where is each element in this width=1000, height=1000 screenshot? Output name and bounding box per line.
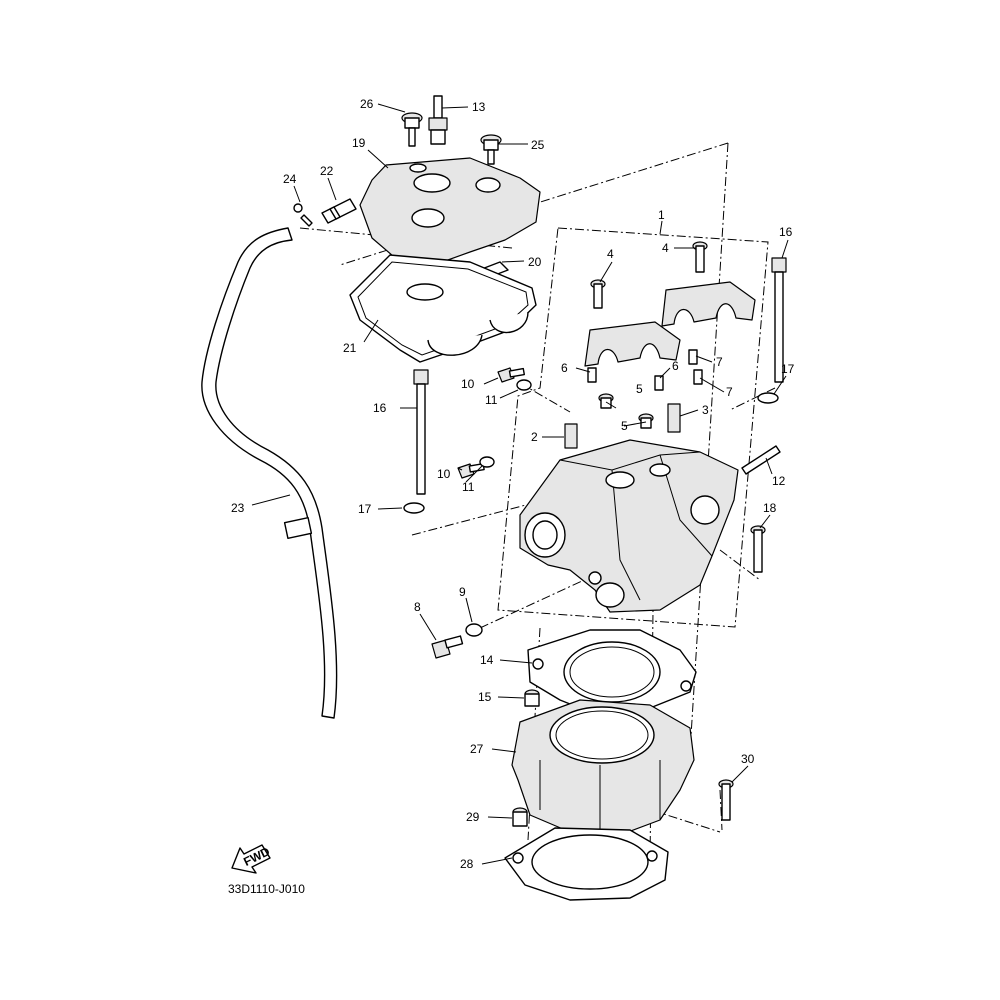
camshaft-cap-right bbox=[661, 281, 756, 327]
head-cover-gasket bbox=[349, 254, 537, 363]
cover-bolt-26 bbox=[401, 112, 423, 147]
washer-left bbox=[403, 502, 425, 514]
callout-28: 28 bbox=[460, 857, 474, 871]
callout-27: 27 bbox=[470, 742, 484, 756]
diagram-code: 33D1110-J010 bbox=[228, 882, 305, 896]
callout-10-upper: 10 bbox=[461, 377, 475, 391]
callout-labels: 1 2 3 4 4 5 5 6 6 7 7 8 9 10 10 11 11 12… bbox=[231, 97, 795, 871]
bolt-10-upper bbox=[497, 367, 526, 383]
stud-bolt-right bbox=[771, 257, 787, 383]
spark-plug bbox=[428, 95, 448, 145]
guide-2 bbox=[564, 423, 578, 449]
washer-11-lower bbox=[479, 456, 495, 468]
callout-19: 19 bbox=[352, 136, 366, 150]
callout-4-left: 4 bbox=[607, 247, 614, 261]
callout-10-lower: 10 bbox=[437, 467, 451, 481]
camshaft-cap-left bbox=[584, 321, 681, 367]
union-fitting bbox=[321, 198, 357, 224]
callout-17-right: 17 bbox=[781, 362, 795, 376]
plug-5a bbox=[598, 393, 614, 409]
callout-1: 1 bbox=[658, 208, 665, 222]
washer-9 bbox=[465, 623, 483, 637]
callout-4-right: 4 bbox=[662, 241, 669, 255]
callout-7-upper: 7 bbox=[716, 355, 723, 369]
callout-25: 25 bbox=[531, 138, 545, 152]
cylinder-head bbox=[519, 439, 739, 613]
callout-14: 14 bbox=[480, 653, 494, 667]
callout-15: 15 bbox=[478, 690, 492, 704]
callout-2: 2 bbox=[531, 430, 538, 444]
bolt-10-lower bbox=[457, 462, 485, 479]
callout-8: 8 bbox=[414, 600, 421, 614]
stud-12 bbox=[741, 445, 781, 475]
cap-bolt-right bbox=[692, 241, 708, 273]
cap-bolt-left bbox=[590, 279, 606, 309]
callout-7-lower: 7 bbox=[726, 385, 733, 399]
callout-24: 24 bbox=[283, 172, 297, 186]
breather-hose bbox=[201, 227, 338, 719]
callout-26: 26 bbox=[360, 97, 374, 111]
callout-30: 30 bbox=[741, 752, 755, 766]
hose-clip bbox=[293, 203, 313, 227]
bolt-8 bbox=[431, 635, 464, 659]
stud-bolt-left bbox=[413, 369, 429, 495]
dowel-29 bbox=[512, 807, 528, 827]
callout-21: 21 bbox=[343, 341, 357, 355]
callout-12: 12 bbox=[772, 474, 786, 488]
dowel-6b bbox=[654, 375, 664, 391]
callout-5-lower: 5 bbox=[621, 419, 628, 433]
guide-3 bbox=[667, 403, 681, 433]
callout-23: 23 bbox=[231, 501, 245, 515]
forward-direction-arrow: FWD bbox=[231, 844, 272, 874]
cylinder bbox=[511, 699, 695, 836]
washer-right bbox=[757, 392, 779, 404]
callout-18: 18 bbox=[763, 501, 777, 515]
dowel-7b bbox=[693, 369, 703, 385]
dowel-7a bbox=[688, 349, 698, 365]
plug-5b bbox=[638, 413, 654, 429]
callout-16-right: 16 bbox=[779, 225, 793, 239]
callout-11-lower: 11 bbox=[462, 480, 475, 494]
cylinder-head-cover bbox=[359, 157, 541, 271]
cylinder-head-gasket bbox=[527, 629, 697, 717]
callout-13: 13 bbox=[472, 100, 486, 114]
callout-6-right: 6 bbox=[672, 359, 679, 373]
callout-6-left: 6 bbox=[561, 361, 568, 375]
dowel-6a bbox=[587, 367, 597, 383]
callout-11-upper: 11 bbox=[485, 393, 498, 407]
washer-11-upper bbox=[516, 379, 532, 391]
leader-lines bbox=[251, 103, 789, 865]
callout-9: 9 bbox=[459, 585, 466, 599]
callout-5-upper: 5 bbox=[636, 382, 643, 396]
cover-bolt-25 bbox=[480, 134, 502, 165]
dowel-15 bbox=[524, 689, 540, 707]
callout-22: 22 bbox=[320, 164, 334, 178]
callout-16-left: 16 bbox=[373, 401, 387, 415]
callout-3: 3 bbox=[702, 403, 709, 417]
callout-20: 20 bbox=[528, 255, 542, 269]
bolt-30 bbox=[718, 779, 734, 821]
callout-17-left: 17 bbox=[358, 502, 372, 516]
bolt-18 bbox=[750, 525, 766, 573]
cylinder-base-gasket bbox=[504, 827, 669, 901]
callout-29: 29 bbox=[466, 810, 480, 824]
